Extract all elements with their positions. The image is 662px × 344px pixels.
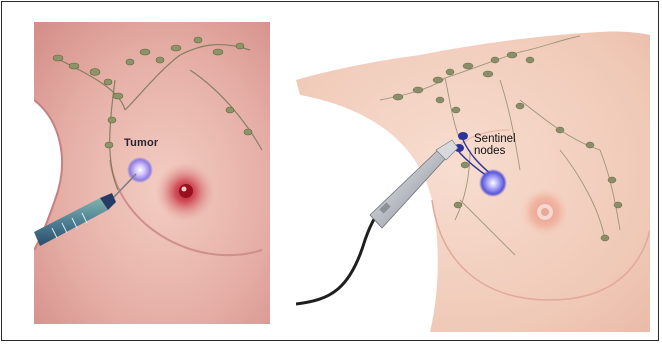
left-panel-image bbox=[34, 22, 270, 324]
injection-site bbox=[479, 169, 507, 197]
sentinel-nodes-label: Sentinel nodes bbox=[474, 133, 516, 157]
sentinel-label-line1: Sentinel bbox=[474, 133, 516, 145]
sentinel-label-line2: nodes bbox=[474, 145, 516, 157]
tumor-label: Tumor bbox=[124, 138, 158, 150]
right-panel-image bbox=[296, 10, 650, 332]
